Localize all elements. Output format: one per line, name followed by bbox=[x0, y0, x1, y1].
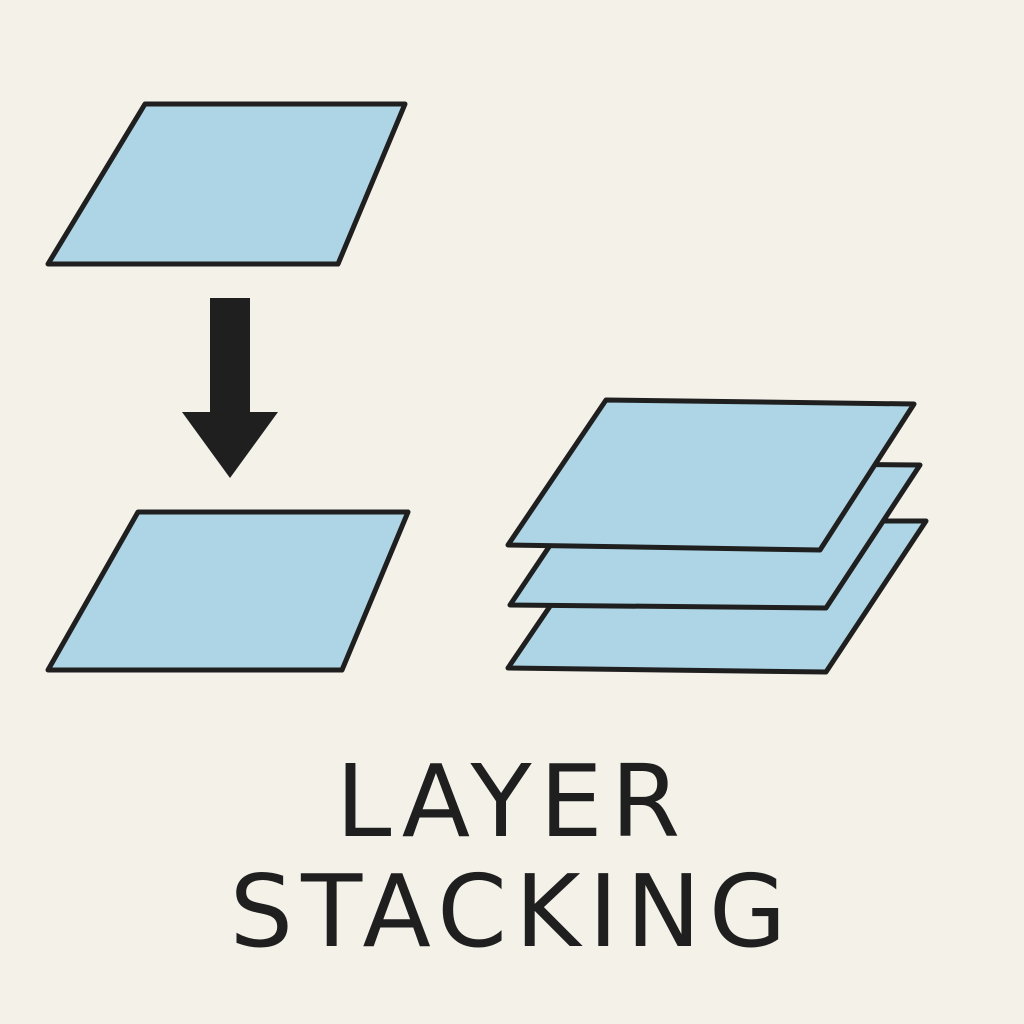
title-line-2: STACKING bbox=[229, 853, 795, 970]
bottom-layer-sheet bbox=[45, 509, 411, 673]
layer-stack bbox=[505, 397, 929, 675]
down-arrow-icon bbox=[182, 298, 278, 478]
top-layer-sheet bbox=[45, 101, 408, 267]
stack-layer-top bbox=[505, 397, 917, 553]
title-line-1: LAYER bbox=[335, 743, 689, 860]
